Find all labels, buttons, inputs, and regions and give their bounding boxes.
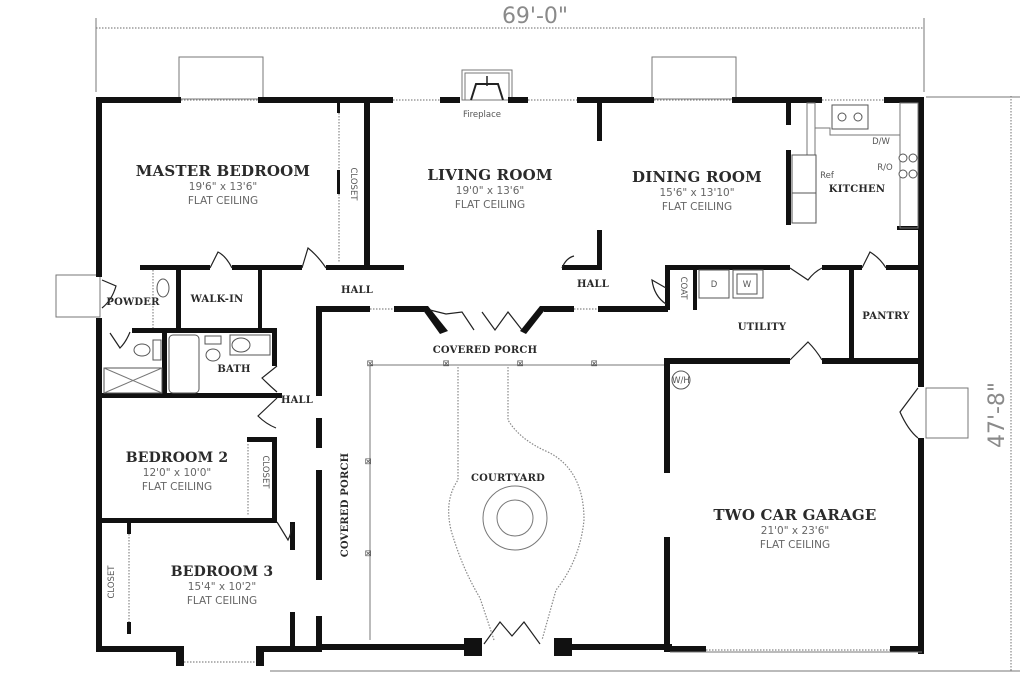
- room-ceiling: FLAT CEILING: [142, 481, 212, 493]
- fixtures: ⊠ ⊠ ⊠ ⊠ ⊠ ⊠: [103, 102, 922, 653]
- room-living-room: LIVING ROOM 19'0" x 13'6" FLAT CEILING: [427, 166, 552, 211]
- covered-porch-side-label: COVERED PORCH: [340, 453, 351, 558]
- room-size: 19'0" x 13'6": [456, 185, 524, 197]
- room-utility: UTILITY: [738, 322, 787, 333]
- room-garage: TWO CAR GARAGE 21'0" x 23'6" FLAT CEILIN…: [713, 506, 876, 551]
- dryer-label: D: [711, 280, 718, 290]
- exterior-walls: [96, 97, 924, 666]
- room-size: 15'6" x 13'10": [659, 187, 734, 199]
- svg-text:⊠: ⊠: [366, 359, 373, 369]
- washer-label: W: [743, 280, 752, 290]
- svg-text:⊠: ⊠: [590, 359, 597, 369]
- room-ceiling: FLAT CEILING: [455, 199, 525, 211]
- room-name: LIVING ROOM: [427, 166, 552, 184]
- svg-text:⊠: ⊠: [364, 549, 371, 559]
- room-ceiling: FLAT CEILING: [662, 201, 732, 213]
- refrigerator-label: Ref: [820, 171, 835, 181]
- room-name: BEDROOM 2: [126, 450, 229, 466]
- room-walk-in: WALK-IN: [190, 294, 244, 305]
- room-name: BEDROOM 3: [171, 564, 274, 580]
- dishwasher-label: D/W: [872, 137, 890, 147]
- covered-porch-top-label: COVERED PORCH: [433, 345, 538, 356]
- room-kitchen: KITCHEN D/W R/O Ref: [820, 137, 893, 195]
- room-size: 15'4" x 10'2": [188, 581, 256, 593]
- hall-label-1: HALL: [341, 285, 373, 296]
- room-bedroom-2: BEDROOM 2 12'0" x 10'0" FLAT CEILING: [126, 450, 229, 493]
- room-ceiling: FLAT CEILING: [187, 595, 257, 607]
- svg-text:⊠: ⊠: [442, 359, 449, 369]
- range-oven-label: R/O: [877, 163, 893, 173]
- dimension-lines: [95, 18, 1020, 672]
- bedroom3-closet-label: CLOSET: [107, 565, 117, 599]
- room-size: 12'0" x 10'0": [143, 467, 211, 479]
- room-ceiling: FLAT CEILING: [760, 539, 830, 551]
- room-name: KITCHEN: [829, 184, 885, 195]
- fireplace-label: Fireplace: [463, 110, 501, 120]
- room-bath: BATH: [217, 364, 250, 375]
- exterior-bumpouts: [55, 56, 969, 439]
- bedroom2-closet-label: CLOSET: [260, 455, 270, 489]
- room-name: MASTER BEDROOM: [136, 162, 310, 180]
- interior-walls: [96, 103, 921, 652]
- room-bedroom-3: BEDROOM 3 15'4" x 10'2" FLAT CEILING: [171, 564, 274, 607]
- water-heater-label: W/H: [672, 376, 690, 386]
- depth-dimension: 47'-8": [985, 382, 1010, 448]
- room-powder: POWDER: [106, 297, 160, 308]
- room-size: 21'0" x 23'6": [761, 525, 829, 537]
- hall-label-2: HALL: [577, 279, 609, 290]
- coat-closet-label: COAT: [678, 277, 688, 301]
- master-closet-label: CLOSET: [348, 167, 358, 201]
- room-size: 19'6" x 13'6": [189, 181, 257, 193]
- room-name: DINING ROOM: [632, 168, 762, 186]
- fireplace-icon: [461, 69, 513, 101]
- room-ceiling: FLAT CEILING: [188, 195, 258, 207]
- svg-text:⊠: ⊠: [516, 359, 523, 369]
- room-master-bedroom: MASTER BEDROOM 19'6" x 13'6" FLAT CEILIN…: [136, 162, 310, 207]
- room-dining-room: DINING ROOM 15'6" x 13'10" FLAT CEILING: [632, 168, 762, 213]
- width-dimension: 69'-0": [502, 4, 568, 29]
- room-name: TWO CAR GARAGE: [713, 506, 876, 524]
- courtyard-label: COURTYARD: [471, 473, 545, 484]
- svg-text:⊠: ⊠: [364, 457, 371, 467]
- doors: [101, 246, 919, 645]
- room-pantry: PANTRY: [862, 311, 910, 322]
- hall-label-3: HALL: [281, 395, 313, 406]
